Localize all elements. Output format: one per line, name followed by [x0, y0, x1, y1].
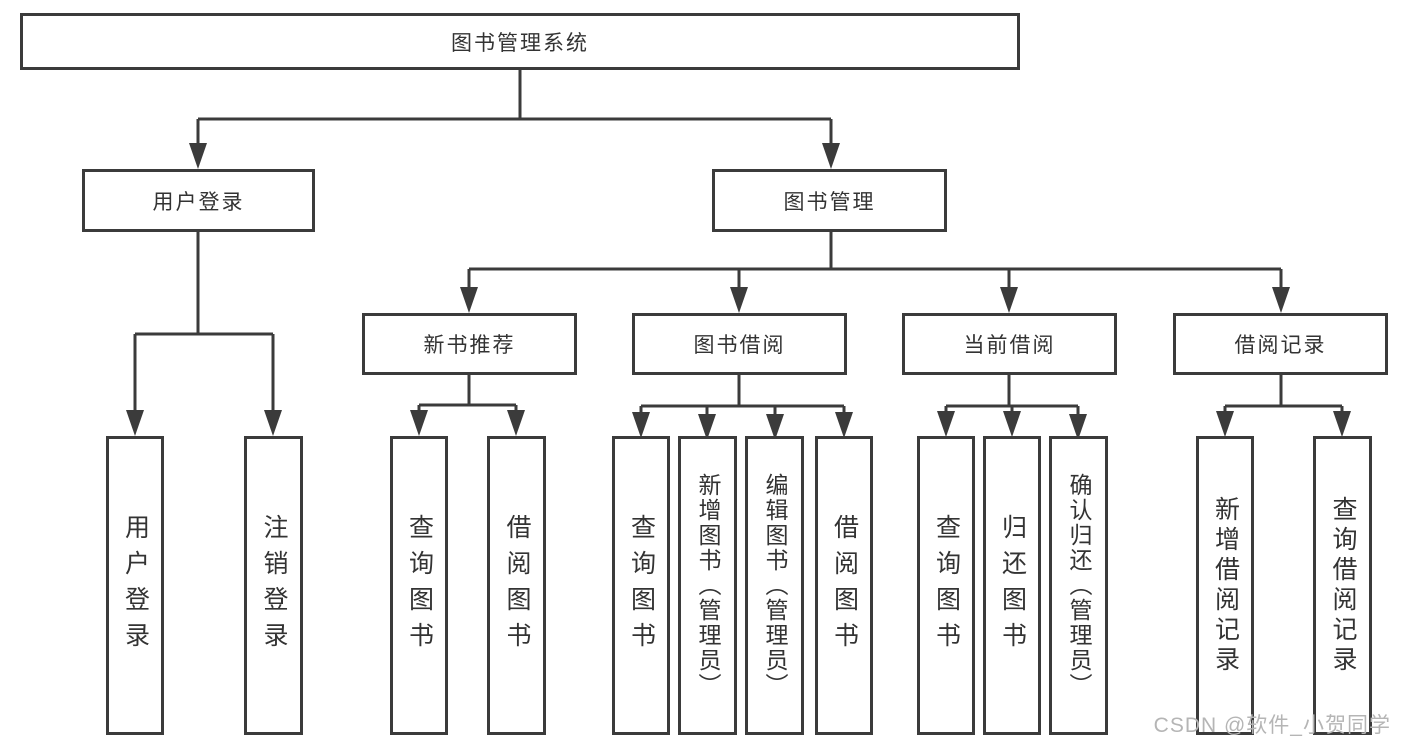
leaf-borrow-books-1-label: 借阅图书 [503, 513, 531, 658]
leaf-query-books-3-label: 查询图书 [932, 513, 961, 658]
arrowhead-icons [126, 143, 1351, 440]
leaf-borrow-books-2-label: 借阅图书 [830, 513, 859, 658]
leaf-query-books-1-label: 查询图书 [405, 513, 434, 658]
node-book-management: 图书管理 [712, 169, 947, 232]
node-book-borrowing: 图书借阅 [632, 313, 847, 375]
node-root-label: 图书管理系统 [451, 31, 589, 55]
leaf-query-books-2: 查询图书 [612, 436, 670, 735]
leaf-confirm-return-admin: 确认归还（管理员） [1049, 436, 1108, 735]
leaf-edit-books-admin: 编辑图书（管理员） [745, 436, 804, 735]
node-root-system: 图书管理系统 [20, 13, 1020, 70]
node-current-borrowing-label: 当前借阅 [963, 334, 1056, 357]
node-user-login-label: 用户登录 [152, 190, 245, 214]
leaf-logout: 注销登录 [244, 436, 303, 735]
leaf-query-borrow-record: 查询借阅记录 [1313, 436, 1372, 735]
leaf-user-login: 用户登录 [106, 436, 164, 735]
leaf-confirm-return-admin-label: 确认归还（管理员） [1066, 473, 1092, 698]
leaf-add-borrow-record-label: 新增借阅记录 [1211, 495, 1240, 676]
node-new-book-recommend-label: 新书推荐 [423, 334, 516, 357]
leaf-query-books-1: 查询图书 [390, 436, 448, 735]
leaf-add-books-admin-label: 新增图书（管理员） [695, 473, 721, 698]
node-borrowing-records: 借阅记录 [1173, 313, 1388, 375]
leaf-user-login-label: 用户登录 [121, 513, 150, 658]
node-current-borrowing: 当前借阅 [902, 313, 1117, 375]
node-book-management-label: 图书管理 [783, 190, 876, 214]
leaf-return-books: 归还图书 [983, 436, 1041, 735]
leaf-add-books-admin: 新增图书（管理员） [678, 436, 737, 735]
node-user-login: 用户登录 [82, 169, 315, 232]
leaf-query-books-3: 查询图书 [917, 436, 975, 735]
leaf-query-borrow-record-label: 查询借阅记录 [1329, 495, 1357, 676]
csdn-watermark: CSDN @软件_小贺同学 [1153, 714, 1391, 737]
leaf-borrow-books-2: 借阅图书 [815, 436, 873, 735]
node-book-borrowing-label: 图书借阅 [693, 334, 786, 357]
leaf-query-books-2-label: 查询图书 [627, 513, 656, 658]
leaf-return-books-label: 归还图书 [998, 513, 1027, 658]
node-borrowing-records-label: 借阅记录 [1234, 334, 1327, 357]
leaf-edit-books-admin-label: 编辑图书（管理员） [762, 473, 788, 698]
leaf-borrow-books-1: 借阅图书 [487, 436, 546, 735]
node-new-book-recommend: 新书推荐 [362, 313, 577, 375]
leaf-add-borrow-record: 新增借阅记录 [1196, 436, 1254, 735]
leaf-logout-label: 注销登录 [260, 513, 288, 658]
